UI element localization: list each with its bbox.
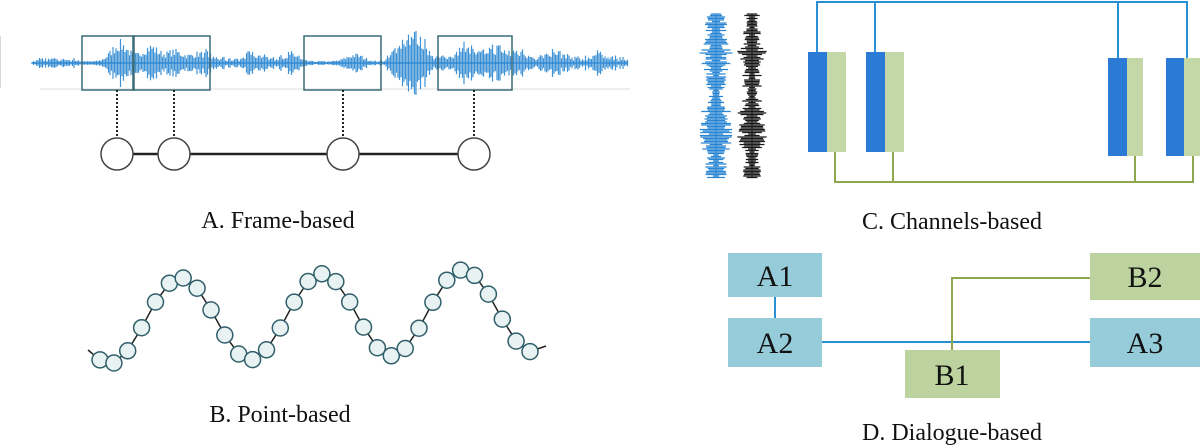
bottom-bus-line: [834, 152, 1194, 183]
dialogue-node-b1: B1: [905, 350, 1000, 398]
channel-block-2: [866, 52, 904, 152]
chain-line: [87, 269, 547, 364]
channel-a-bar: [808, 52, 827, 152]
channel-b-bar: [1127, 58, 1143, 156]
chain-point: [410, 319, 428, 337]
channel-a-bar: [866, 52, 885, 152]
chain-point: [216, 326, 234, 344]
chain-point: [493, 310, 512, 328]
channel-a-bar: [1166, 58, 1184, 156]
dialogue-node-b2: B2: [1090, 253, 1200, 300]
channel-waveform-blue: [699, 13, 733, 179]
chain-point: [507, 332, 525, 350]
node-label: A2: [757, 327, 794, 360]
top-bus-line: [816, 1, 1188, 58]
dialogue-node-a3: A3: [1090, 318, 1200, 367]
node-label: A1: [757, 260, 794, 293]
chain-point: [438, 271, 456, 289]
node-label: A3: [1127, 327, 1164, 360]
chain-point: [285, 293, 303, 311]
dialogue-based-panel: A1 A2 B1 B2 A3 D. Dialogue-based: [728, 253, 1200, 446]
frame-node-3: [326, 137, 360, 171]
link-b1-b2: [951, 277, 1090, 350]
chain-point: [396, 339, 414, 358]
chain-point: [479, 285, 498, 303]
chain-point: [257, 341, 276, 359]
frame-node-1: [100, 137, 134, 171]
channel-a-bar: [1108, 58, 1127, 156]
frame-nodes: [100, 137, 491, 171]
frame-connectors: [116, 90, 475, 138]
node-box: [1090, 253, 1200, 300]
chain-point: [132, 318, 151, 337]
chain-point: [354, 318, 373, 336]
channel-b-bar: [1184, 58, 1200, 156]
chain-point: [465, 266, 484, 285]
frame-based-panel: A. Frame-based: [0, 31, 630, 234]
caption-channels-based: C. Channels-based: [862, 209, 1042, 235]
dialogue-node-a2: A2: [728, 318, 822, 367]
node-box: [1090, 318, 1200, 367]
chain-point: [327, 272, 345, 291]
chain-point: [368, 338, 387, 357]
point-based-panel: B. Point-based: [87, 261, 547, 428]
frame-node-2: [157, 137, 191, 171]
node-label: B1: [934, 359, 969, 392]
caption-point-based: B. Point-based: [209, 402, 350, 428]
chain-point: [174, 269, 192, 287]
channel-waveform-black: [737, 13, 767, 179]
channel-b-bar: [885, 52, 904, 152]
caption-frame-based: A. Frame-based: [201, 208, 354, 234]
chain-point: [424, 293, 442, 312]
chain-point: [243, 350, 262, 369]
chain-point: [382, 347, 401, 365]
chain-point: [271, 319, 290, 337]
node-label: B2: [1127, 261, 1162, 294]
frame-window-1: [81, 35, 135, 91]
chain-point: [521, 342, 539, 361]
channels-based-panel: C. Channels-based: [699, 1, 1200, 235]
audio-waveform: [31, 31, 629, 95]
point-chain: [87, 261, 547, 372]
chain-point: [340, 293, 359, 311]
dialogue-node-a1: A1: [728, 253, 822, 297]
chain-point: [146, 293, 165, 311]
caption-dialogue-based: D. Dialogue-based: [862, 420, 1042, 446]
channel-block-1: [808, 52, 846, 152]
chain-point: [299, 272, 317, 291]
channel-block-4: [1166, 58, 1200, 156]
chain-point: [105, 354, 123, 372]
channel-block-3: [1108, 58, 1143, 156]
node-box: [728, 253, 822, 297]
channel-b-bar: [827, 52, 846, 152]
frame-window-2: [132, 35, 211, 91]
node-box: [728, 318, 822, 367]
chain-point: [313, 265, 331, 283]
frame-node-4: [457, 137, 491, 171]
chain-point: [188, 279, 206, 297]
chain-point: [118, 342, 137, 360]
node-box: [905, 350, 1000, 398]
chain-point: [202, 301, 220, 319]
